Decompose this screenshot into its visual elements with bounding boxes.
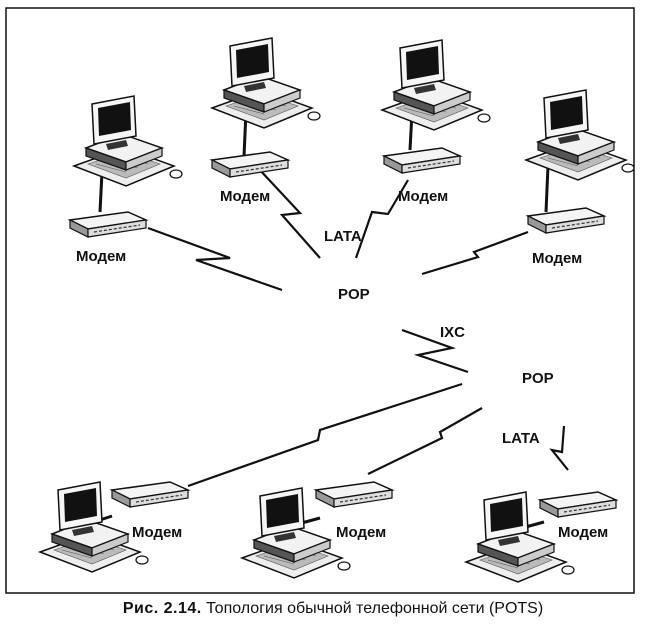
modem-label: Модем [558,524,609,541]
link-left-modem-pop1 [147,226,283,292]
modem-label: Модем [132,524,183,541]
modem-label: Модем [76,248,127,265]
ixc-link-label: IXC [440,324,466,341]
modem-label: Модем [398,188,449,205]
modem-icon [315,481,393,508]
lata-link-label: LATA [324,228,362,245]
modem-label: Модем [336,524,387,541]
figure-caption-prefix: Рис. 2.14. [122,600,202,617]
modem-label: Модем [220,188,271,205]
link-lata-modem3-pop1 [354,179,409,259]
pop-node-label: POP [338,286,370,303]
cable-pc4-modem4 [544,165,550,213]
link-pop2-modem-bottom-middle [367,407,483,475]
modem-icon [539,491,617,518]
computer-icon [211,37,321,129]
modem-icon [69,211,147,238]
lata-link-label: LATA [502,430,540,447]
modem-icon [211,151,289,178]
link-ixc-pop1-pop2 [401,328,469,374]
link-right-modem-pop1 [421,230,529,276]
computer-icon [381,39,491,131]
figure-caption: Рис. 2.14. Топология обычной телефонной … [0,600,666,618]
modem-icon [111,481,189,508]
link-lata-modem2-pop1 [257,167,321,259]
link-pop2-modem-bottom-left [187,382,463,488]
diagram-frame [5,7,635,594]
cable-pc1-modem1 [98,171,104,213]
computer-icon [73,95,183,187]
computer-icon [525,89,635,181]
modem-icon [527,207,605,234]
modem-label: Модем [532,250,583,267]
link-lata-pop2-modem-bottom-right [549,425,569,471]
figure-caption-text: Топология обычной телефонной сети (POTS) [206,600,544,617]
modem-icon [383,147,461,174]
pop-node-label: POP [522,370,554,387]
